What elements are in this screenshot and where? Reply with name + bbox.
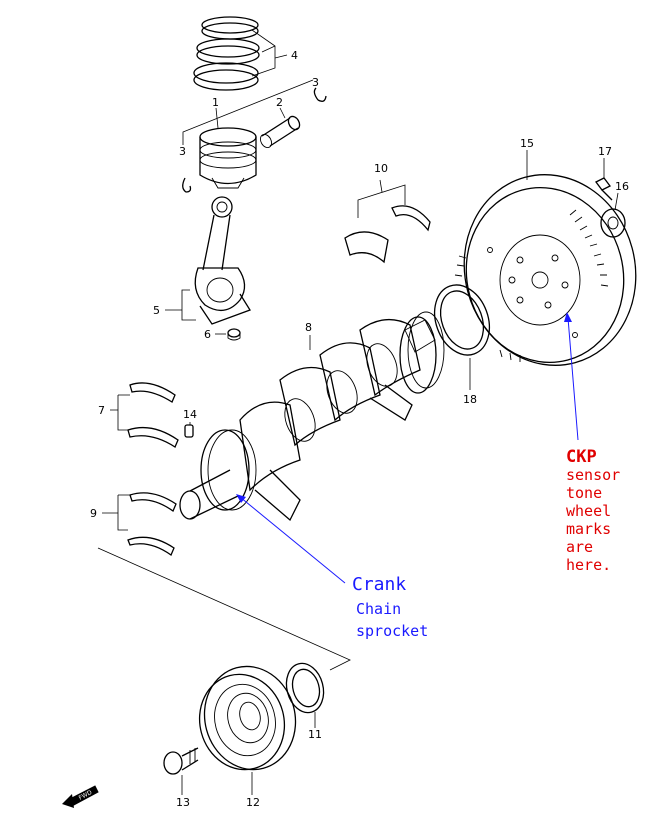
circlip-left (182, 177, 192, 193)
rod-nut (227, 328, 241, 341)
pin-leader (279, 107, 286, 119)
dowel-pin (184, 424, 194, 438)
part-number-11: 11 (308, 728, 322, 741)
part-number-5: 5 (153, 304, 160, 317)
connecting-rod (194, 196, 251, 325)
crankshaft (179, 311, 445, 522)
main-bearings-lower (127, 492, 177, 556)
crank-annotation-line3: sprocket (356, 622, 428, 640)
frame-line (97, 547, 351, 671)
pulley-bolt (163, 747, 199, 775)
part-number-3-left: 3 (179, 145, 186, 158)
flywheel (454, 174, 637, 366)
rod-leader (165, 289, 196, 321)
front-oil-seal (285, 662, 325, 714)
ckp-annotation-line2: sensor (566, 466, 620, 484)
part-number-15: 15 (520, 137, 534, 150)
thrust-leader (357, 179, 406, 218)
crank-annotation-arrowhead (236, 494, 246, 503)
part-number-1: 1 (212, 96, 219, 109)
part-number-2: 2 (276, 96, 283, 109)
ckp-annotation-line1: CKP (566, 447, 597, 467)
part-number-12: 12 (246, 796, 260, 809)
crank-annotation-arrow-line (239, 496, 346, 584)
crank-pulley (198, 665, 297, 771)
part-number-3: 3 (312, 76, 319, 89)
part-number-10: 10 (374, 162, 388, 175)
piston (199, 127, 257, 189)
crank-annotation-line1: Crank (352, 574, 406, 595)
ckp-annotation-line3: tone (566, 484, 602, 502)
ckp-annotation-line5: marks (566, 520, 611, 538)
part-number-17: 17 (598, 145, 612, 158)
piston-rings (193, 16, 260, 91)
part-number-14: 14 (183, 408, 197, 421)
main-bearings-upper (127, 382, 179, 448)
ckp-annotation-arrow-line (567, 317, 579, 441)
crank-annotation-line2: Chain (356, 600, 401, 618)
part-number-6: 6 (204, 328, 211, 341)
ckp-annotation-line6: are (566, 538, 593, 556)
piston-pin (259, 115, 301, 149)
rear-oil-seal (433, 284, 491, 356)
circlip-right (313, 87, 327, 102)
part-number-18: 18 (463, 393, 477, 406)
part-number-9: 9 (90, 507, 97, 520)
part-number-13: 13 (176, 796, 190, 809)
part-number-4: 4 (291, 49, 298, 62)
ckp-annotation-line7: here. (566, 556, 611, 574)
part-number-16: 16 (615, 180, 629, 193)
circlip-leader (182, 79, 314, 145)
fwd-arrow: FWD (62, 785, 99, 808)
part-number-7: 7 (98, 404, 105, 417)
bearing7-leader (110, 394, 130, 431)
thrust-bearings (344, 205, 431, 264)
ckp-annotation-arrowhead (564, 312, 572, 322)
part-number-8: 8 (305, 321, 312, 334)
rings-leader (251, 29, 288, 77)
flywheel-bolt (595, 177, 613, 201)
ckp-annotation-line4: wheel (566, 502, 611, 520)
bearing9-leader (102, 494, 130, 531)
pilot-leader (614, 192, 619, 211)
pilot-bearing (600, 208, 626, 238)
